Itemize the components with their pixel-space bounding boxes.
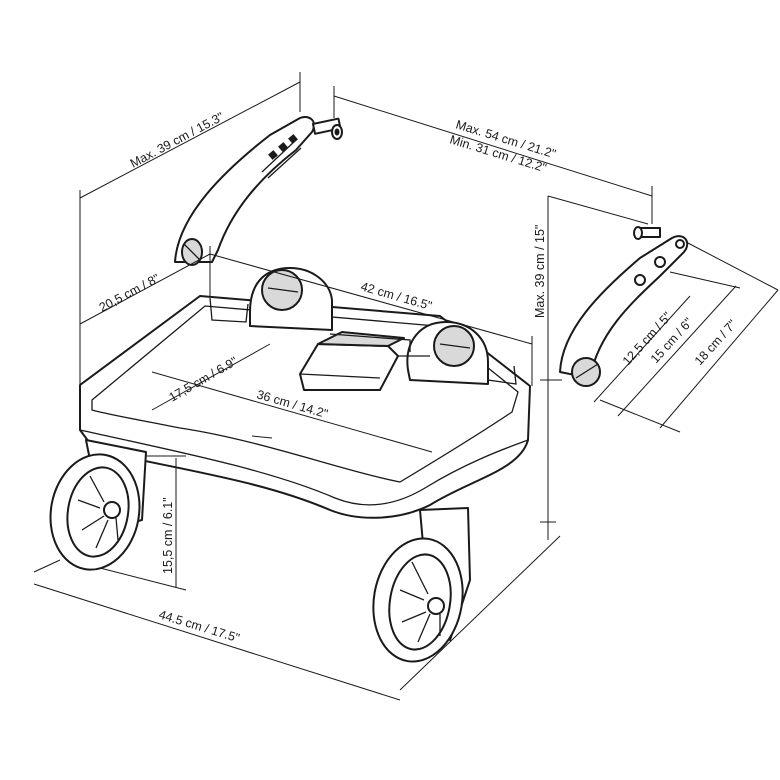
buggy-board-illustration bbox=[49, 116, 689, 663]
left-wheel bbox=[49, 439, 147, 571]
left-clamp bbox=[249, 267, 333, 331]
right-wheel bbox=[372, 507, 471, 663]
left-arm-connector-pin bbox=[312, 117, 343, 140]
right-clamp bbox=[406, 321, 489, 385]
label-side-height: 20,5 cm / 8" bbox=[97, 271, 162, 314]
center-block bbox=[299, 331, 430, 391]
label-arm-left-max: Max. 39 cm / 15.3" bbox=[128, 110, 226, 171]
label-board-width: 42 cm / 16.5" bbox=[359, 279, 433, 313]
dimension-lines bbox=[33, 72, 779, 701]
left-arm bbox=[174, 116, 343, 266]
label-wheel-height: 15,5 cm / 6.1" bbox=[161, 497, 175, 574]
right-arm-connector-pin bbox=[633, 226, 661, 240]
label-overall-length: 44.5 cm / 17.5" bbox=[157, 607, 241, 645]
label-arm-right-max: Max. 39 cm / 15" bbox=[533, 225, 547, 318]
right-arm bbox=[559, 226, 689, 387]
